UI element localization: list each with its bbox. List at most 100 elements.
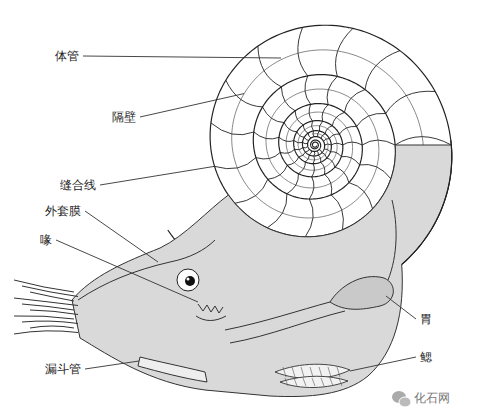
part-label: 喙 [40,233,52,247]
septum [299,152,306,157]
tentacle [22,286,78,297]
part-label: 缝合线 [60,178,96,192]
funnel [138,357,207,382]
septum [331,143,342,145]
shell-wall [402,140,452,264]
gill-filament [330,378,333,386]
septum [309,151,311,155]
gill-filament [319,367,322,377]
tentacle [30,326,74,328]
septum [267,194,287,228]
leader-line [85,361,139,369]
septum [327,76,337,104]
septum [305,149,309,152]
eye [177,269,199,291]
beak [196,316,226,321]
septum [294,141,303,143]
septum [321,134,325,139]
septum [324,149,330,152]
watermark-icon [399,397,411,407]
septum [279,137,294,141]
septum [319,150,322,153]
septum [321,162,325,174]
septum [365,51,400,90]
leader-line [100,166,215,185]
gut-line [225,302,330,330]
septum [298,27,308,75]
septum [325,144,332,145]
body-outline [72,145,452,397]
septum [319,121,323,131]
septum [335,167,349,183]
septum [362,140,395,145]
septum [331,195,343,230]
septum [330,152,341,157]
septum [312,121,314,131]
eye-highlight [187,278,190,281]
leader-line [386,296,416,319]
septum [349,183,373,209]
gill-filament [312,378,315,386]
septum [258,46,282,87]
septum [303,142,308,143]
septum [309,104,312,121]
septum [305,199,313,237]
septum [215,158,256,169]
septum [309,177,314,199]
septum [340,126,357,134]
septum [343,142,363,145]
tentacle [14,316,74,319]
leader-lines [56,56,416,371]
septum [295,111,303,125]
septum [304,137,308,140]
leader-line [85,211,158,262]
tube [388,200,396,280]
gill-filament [292,367,295,377]
septum [297,132,304,137]
tentacle [30,292,74,301]
septum [284,123,297,132]
septum [322,153,327,158]
septum [313,152,315,157]
leader-line [83,56,281,58]
septum [280,149,294,153]
septum [256,152,280,159]
animal-body [14,140,452,396]
part-label: 鳃 [420,350,432,364]
septum [341,156,359,164]
stomach [330,277,393,310]
septum [263,107,285,123]
septum [305,76,311,105]
gill-filament [285,378,288,386]
pupil [185,276,195,286]
septum [295,148,303,150]
septum [322,105,328,122]
gill-filament [303,378,306,386]
part-label: 胃 [420,312,432,326]
septum [303,147,308,148]
septum [336,28,353,76]
leader-line [350,357,416,371]
septum [395,137,451,145]
septum [327,158,335,167]
septum [313,131,314,137]
septum [325,174,332,195]
septum [298,162,305,174]
septum [325,126,332,134]
gill-filament [321,378,324,386]
part-label: 体管 [55,49,79,63]
septum [254,132,279,139]
leader-line [140,94,244,117]
tentacle [22,304,74,310]
gill-filament [301,367,304,377]
septum [303,125,308,133]
gut-line [230,311,345,343]
gill-filament [339,378,342,386]
hood-line [78,240,215,300]
part-label: 隔壁 [112,110,136,124]
septum [235,179,268,203]
septum [344,90,365,113]
tentacle [14,331,78,334]
gill-filament [294,378,297,386]
